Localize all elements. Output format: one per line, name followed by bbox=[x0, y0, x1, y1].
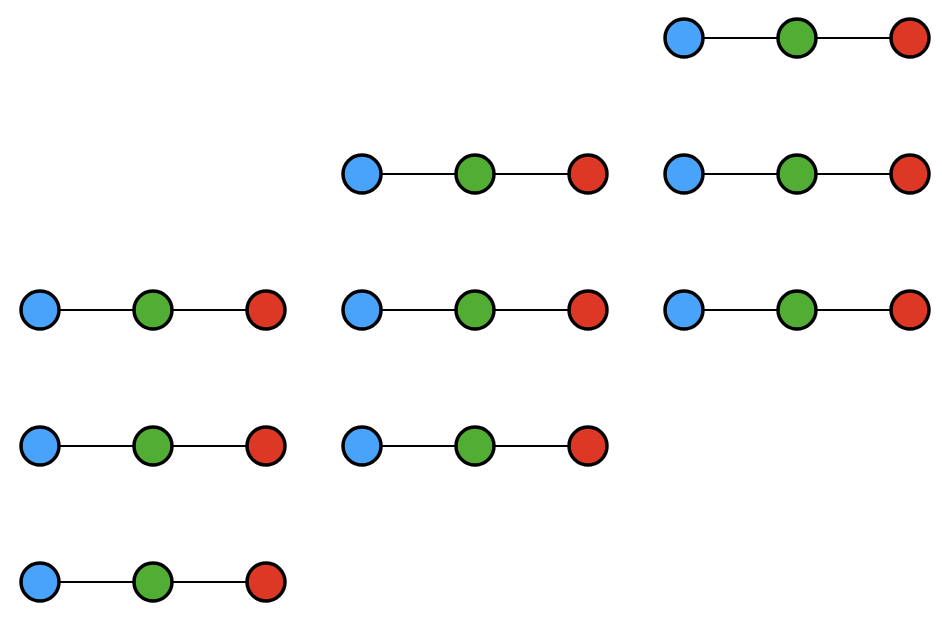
node-3-circle bbox=[567, 289, 609, 331]
node-3-circle bbox=[889, 289, 931, 331]
chain-col1-row4 bbox=[19, 425, 287, 467]
node-3-circle bbox=[567, 425, 609, 467]
chain-col1-row5 bbox=[19, 561, 287, 603]
node-1-circle bbox=[663, 17, 705, 59]
node-1-circle bbox=[19, 561, 61, 603]
chain-col2-row3 bbox=[341, 289, 609, 331]
node-1-circle bbox=[341, 289, 383, 331]
node-2-circle bbox=[454, 153, 496, 195]
node-3-circle bbox=[889, 17, 931, 59]
node-2-circle bbox=[776, 17, 818, 59]
node-2-circle bbox=[454, 289, 496, 331]
node-3-circle bbox=[567, 153, 609, 195]
node-3-circle bbox=[245, 561, 287, 603]
node-1-circle bbox=[341, 425, 383, 467]
node-3-circle bbox=[245, 425, 287, 467]
chain-col3-row2 bbox=[663, 153, 931, 195]
node-2-circle bbox=[776, 153, 818, 195]
chain-col3-row3 bbox=[663, 289, 931, 331]
node-1-circle bbox=[663, 153, 705, 195]
chain-col2-row2 bbox=[341, 153, 609, 195]
chain-col1-row3 bbox=[19, 289, 287, 331]
node-1-circle bbox=[19, 289, 61, 331]
chain-col3-row1 bbox=[663, 17, 931, 59]
chain-col2-row4 bbox=[341, 425, 609, 467]
node-2-circle bbox=[776, 289, 818, 331]
node-3-circle bbox=[245, 289, 287, 331]
node-1-circle bbox=[663, 289, 705, 331]
node-1-circle bbox=[19, 425, 61, 467]
node-3-circle bbox=[889, 153, 931, 195]
node-2-circle bbox=[132, 289, 174, 331]
node-2-circle bbox=[132, 561, 174, 603]
node-2-circle bbox=[132, 425, 174, 467]
node-1-circle bbox=[341, 153, 383, 195]
node-2-circle bbox=[454, 425, 496, 467]
